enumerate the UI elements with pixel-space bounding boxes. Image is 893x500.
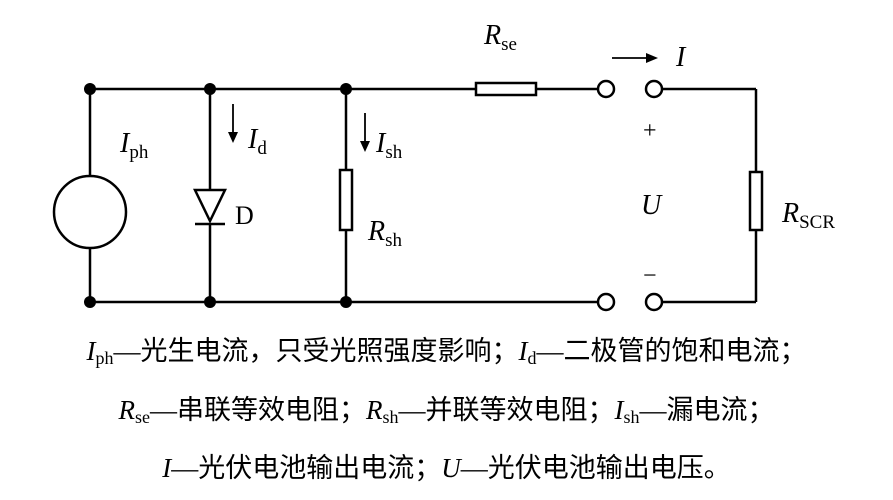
legend-subscript: sh: [382, 407, 399, 427]
legend-line-3: I—光伏电池输出电流；U—光伏电池输出电压。: [0, 448, 893, 488]
legend-symbol: U: [441, 453, 461, 483]
legend-description: —二极管的饱和电流；: [536, 336, 807, 366]
plus-sign: +: [643, 118, 657, 144]
legend-subscript: se: [134, 407, 150, 427]
output-voltage-label: U: [641, 190, 663, 221]
legend-description: —漏电流；: [639, 395, 775, 425]
minus-sign: −: [643, 263, 657, 289]
ish-arrow-head: [360, 141, 370, 152]
legend-line-2: Rse—串联等效电阻；Rsh—并联等效电阻；Ish—漏电流；: [0, 390, 893, 430]
rsh-resistor: [338, 168, 354, 232]
junction-dot: [84, 296, 96, 308]
legend-symbol: I: [518, 336, 528, 366]
legend-description: —并联等效电阻；: [398, 395, 615, 425]
legend-line-1: Iph—光生电流，只受光照强度影响；Id—二极管的饱和电流；: [0, 331, 893, 371]
legend-description: —串联等效电阻；: [149, 395, 366, 425]
legend-description: —光伏电池输出电压。: [460, 453, 731, 483]
legend-symbol: R: [118, 395, 135, 425]
junction-dot: [84, 83, 96, 95]
legend-subscript: sh: [623, 407, 640, 427]
legend-subscript: ph: [95, 348, 114, 368]
i-arrow-head: [646, 53, 658, 63]
ish-label: Ish: [375, 128, 403, 163]
legend-symbol: R: [365, 395, 383, 425]
diode-label: D: [235, 201, 254, 230]
terminal-top-right: [644, 79, 664, 99]
terminal-bottom-left: [596, 292, 616, 312]
iph-label: Iph: [119, 128, 149, 163]
rscr-resistor: [748, 170, 764, 232]
junction-dot: [340, 83, 352, 95]
terminal-bottom-right: [644, 292, 664, 312]
legend-subscript: d: [527, 348, 537, 368]
terminal-top-left: [596, 79, 616, 99]
rse-label: Rse: [483, 20, 517, 55]
legend-description: —光伏电池输出电流；: [171, 453, 442, 483]
rsh-label: Rsh: [367, 216, 403, 251]
output-current-label: I: [675, 42, 687, 73]
legend-symbol: I: [162, 453, 172, 483]
rse-resistor: [474, 81, 538, 97]
current-source-symbol: [52, 174, 128, 250]
legend-description: —光生电流，只受光照强度影响；: [113, 336, 519, 366]
junction-dot: [204, 83, 216, 95]
id-arrow-head: [228, 132, 238, 143]
junction-dot: [340, 296, 352, 308]
rscr-label: RSCR: [781, 198, 835, 233]
legend-symbol: I: [86, 336, 96, 366]
junction-dot: [204, 296, 216, 308]
legend-symbol: I: [614, 395, 624, 425]
diode-symbol: [193, 188, 227, 224]
id-label: Id: [247, 124, 267, 159]
